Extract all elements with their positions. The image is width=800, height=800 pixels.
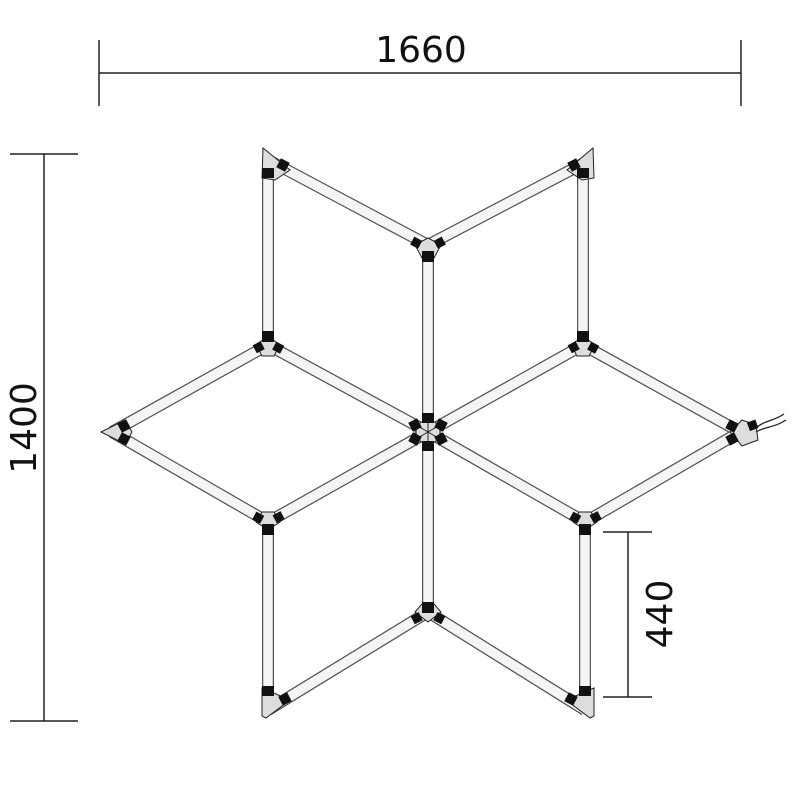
width-dimension: 1660 xyxy=(98,30,742,106)
connector-right-tip xyxy=(725,413,787,447)
connector-bottom-right xyxy=(564,686,595,719)
connector-right-lower xyxy=(569,511,602,535)
connector-top-right xyxy=(566,146,595,181)
connector-left-upper xyxy=(252,331,285,357)
height-dim-label: 1400 xyxy=(4,382,45,474)
connectors xyxy=(99,146,787,719)
power-cable xyxy=(755,413,787,433)
width-dim-label: 1660 xyxy=(375,30,467,71)
connector-left-lower xyxy=(252,511,285,535)
connector-upper-mid xyxy=(410,236,446,262)
segment-dim-label: 440 xyxy=(640,580,681,649)
connector-lower-mid xyxy=(410,602,446,625)
light-bars xyxy=(109,154,744,716)
connector-left-tip xyxy=(99,419,133,446)
connector-bottom-left xyxy=(261,686,292,719)
segment-dimension: 440 xyxy=(603,531,681,698)
connector-right-upper xyxy=(567,331,600,357)
height-dimension: 1400 xyxy=(4,153,78,722)
connector-top-left xyxy=(261,146,291,181)
connector-center xyxy=(408,413,448,451)
